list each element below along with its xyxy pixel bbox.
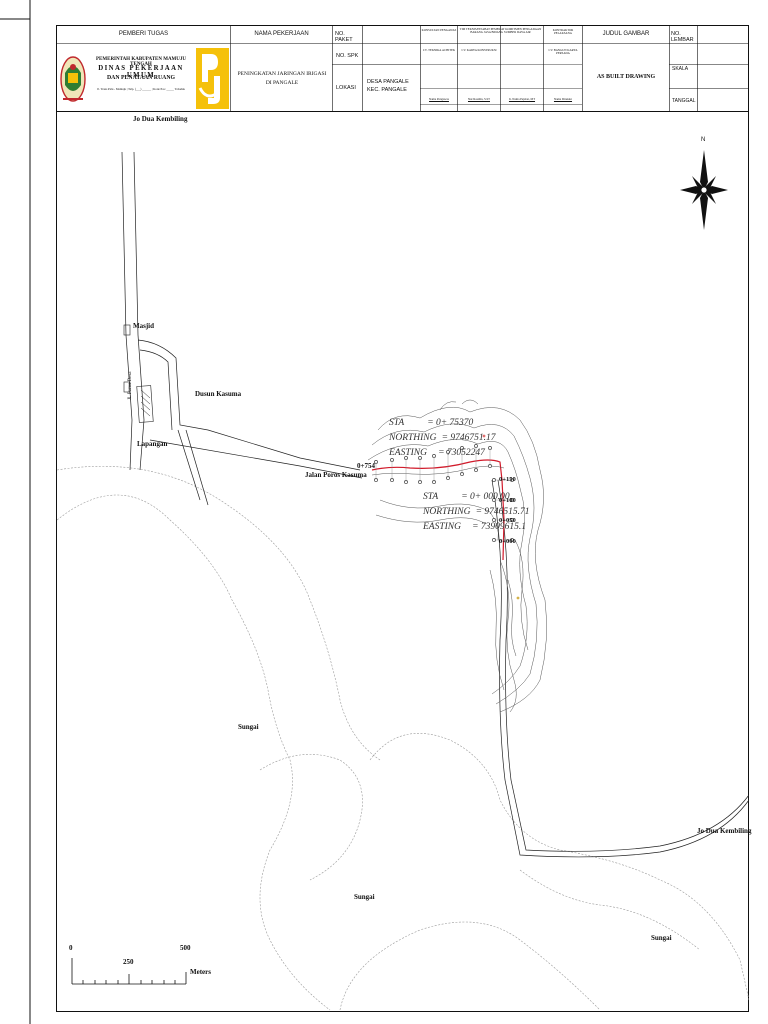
north-arrow-icon bbox=[680, 150, 728, 230]
small-company-2: CV. KARYA KONSTRUKSI bbox=[461, 48, 497, 52]
scale-bar bbox=[71, 958, 187, 985]
canal-alignment bbox=[371, 459, 505, 561]
lapangan-label: Lapangan bbox=[137, 440, 168, 448]
signature-1: Nama Pengawas bbox=[429, 97, 449, 101]
north-label: N bbox=[701, 137, 706, 143]
small-company-1: CV. TEKNIKA ACHITEK bbox=[422, 48, 456, 52]
header-pemberi-tugas: PEMBERI TUGAS bbox=[118, 31, 169, 37]
benchmark-marker bbox=[482, 434, 486, 438]
station-start: 0+754 bbox=[357, 462, 375, 470]
drawing-title: AS BUILT DRAWING bbox=[596, 74, 656, 80]
label-tanggal: TANGGAL bbox=[672, 98, 696, 104]
small-header-tim-teknis: TIM TEKNIS/PEJABAT PEMBUAT KOMITMEN PENG… bbox=[459, 27, 542, 35]
header-nama-pekerjaan: NAMA PEKERJAAN bbox=[254, 31, 309, 37]
coord-end-sta-value: = 0+ 75370 bbox=[427, 418, 474, 428]
benchmark-marker bbox=[516, 596, 520, 600]
lokasi-value: DESA PANGALE KEC. PANGALE bbox=[367, 78, 409, 95]
road-side-label: Jl. Poros Desa bbox=[128, 371, 133, 400]
coord-start-northing-value: = 9746515.71 bbox=[475, 507, 530, 517]
road-network bbox=[121, 151, 749, 858]
scale-tick-500: 500 bbox=[180, 944, 191, 952]
label-lokasi: LOKASI bbox=[336, 85, 356, 91]
agency-line-3: DAN PENATAAN RUANG bbox=[106, 75, 176, 81]
buildings bbox=[123, 324, 154, 423]
jalan-label: Jalan Poros Kasuma bbox=[305, 471, 367, 479]
signature-3: Ir. Nama Pejabat, MT bbox=[508, 97, 536, 101]
sungai-label-3: Sungai bbox=[651, 934, 672, 942]
label-skala: SKALA bbox=[672, 66, 689, 72]
header-no-paket: NO. PAKET bbox=[335, 31, 353, 44]
scale-tick-250: 250 bbox=[123, 958, 134, 966]
scale-tick-0: 0 bbox=[69, 944, 73, 952]
coord-block-start: STA = 0+ 000.00 NORTHING = 9746515.71 EA… bbox=[423, 488, 530, 533]
coord-start-easting-key: EASTING bbox=[423, 522, 461, 532]
dusun-label: Dusun Kasuma bbox=[195, 390, 242, 398]
scale-unit: Meters bbox=[190, 968, 211, 976]
coord-start-sta-key: STA bbox=[423, 492, 439, 502]
project-name: PENINGKATAN JARINGAN IRIGASI DI PANGALE bbox=[232, 70, 332, 88]
small-company-3: CV. BANGUN KARYA PERSADA bbox=[548, 48, 578, 56]
masjid-label: Masjid bbox=[133, 322, 154, 330]
coord-end-sta-key: STA bbox=[389, 418, 405, 428]
header-judul-gambar: JUDUL GAMBAR bbox=[602, 31, 650, 37]
station-050: 0+050 bbox=[499, 517, 516, 524]
terrain-boundaries bbox=[57, 466, 749, 1011]
sungai-label-1: Sungai bbox=[238, 723, 259, 731]
sungai-label-2: Sungai bbox=[354, 893, 375, 901]
lokasi-kecamatan: KEC. PANGALE bbox=[367, 87, 407, 94]
map-canvas bbox=[57, 151, 749, 1011]
regency-emblem-icon bbox=[60, 56, 86, 102]
road-label-right: Jo Dua Kembiling bbox=[697, 827, 752, 835]
cross-section-lines bbox=[375, 446, 512, 541]
signature-4: Nama Direktur bbox=[553, 97, 573, 101]
header-no-lembar: NO. LEMBAR bbox=[671, 31, 694, 44]
coord-start-northing-key: NORTHING bbox=[423, 507, 471, 517]
project-line-1: PENINGKATAN JARINGAN IRIGASI bbox=[237, 71, 327, 77]
road-label-top: Jo Dua Kembiling bbox=[133, 115, 188, 123]
coord-start-sta-value: = 0+ 000.00 bbox=[461, 492, 510, 502]
coord-start-easting-value: = 73909615.1 bbox=[472, 522, 527, 532]
coord-end-easting-key: EASTING bbox=[389, 448, 427, 458]
signature-2: Nur Rasidin, S.ST bbox=[467, 97, 490, 101]
agency-address: Jl. Trans Palu - Mamuju | Telp. (___) __… bbox=[97, 87, 185, 91]
pu-logo-icon bbox=[196, 48, 229, 109]
coord-end-northing-value: = 9746751.17 bbox=[441, 433, 496, 443]
contour-lines bbox=[367, 399, 547, 713]
agency-line-1: PEMERINTAH KABUPATEN MAMUJU TENGAH bbox=[96, 57, 186, 67]
project-line-2: DI PANGALE bbox=[265, 79, 299, 86]
agency-line-2: DINAS PEKERJAAN UMUM bbox=[98, 65, 184, 79]
coord-end-easting-value: = 73052247 bbox=[438, 448, 485, 458]
station-100: 0+100 bbox=[499, 497, 516, 504]
lokasi-desa: DESA PANGALE bbox=[367, 79, 409, 85]
small-header-konsultan: KONSULTAN PENGAWAS bbox=[421, 28, 457, 32]
label-no-spk: NO. SPK bbox=[336, 53, 359, 59]
station-150: 0+150 bbox=[499, 476, 516, 483]
coord-block-end: STA = 0+ 75370 NORTHING = 9746751.17 EAS… bbox=[389, 414, 496, 459]
coord-end-northing-key: NORTHING bbox=[389, 433, 437, 443]
small-header-kontraktor: KONTRAKTOR PELAKSANA bbox=[552, 28, 574, 36]
station-000: 0+000 bbox=[499, 538, 516, 545]
